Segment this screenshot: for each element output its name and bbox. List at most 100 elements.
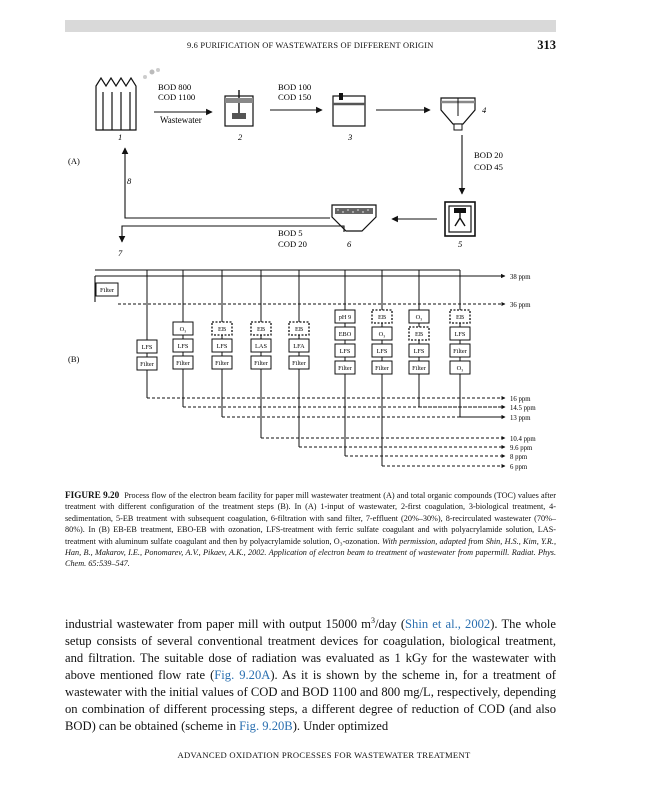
- process-box: [371, 343, 393, 358]
- process-box: [250, 321, 272, 336]
- process-box: [408, 309, 430, 324]
- panel-b-label: (B): [68, 354, 80, 364]
- body-paragraph: industrial wastewater from paper mill wi…: [65, 612, 556, 735]
- stage-2-cod: COD 150: [278, 92, 311, 102]
- process-box: [371, 326, 393, 341]
- page-number: 313: [537, 38, 556, 52]
- body-text-4: ). As it is shown by the scheme in, for …: [65, 668, 556, 734]
- process-box: [211, 321, 233, 336]
- output-value-label: 13 ppm: [510, 415, 531, 422]
- biological-tank-icon: [332, 93, 366, 127]
- process-box-label: Filter: [215, 360, 230, 367]
- process-box: [250, 338, 272, 353]
- body-text-5: ). Under optimized: [292, 719, 389, 734]
- output-value-label: 9.6 ppm: [510, 445, 533, 452]
- citation-link[interactable]: Shin et al., 2002: [405, 617, 491, 632]
- running-head: 9.6 PURIFICATION OF WASTEWATERS OF DIFFE…: [65, 38, 556, 54]
- figure-ref-link-a[interactable]: Fig. 9.20A: [214, 668, 271, 683]
- process-box-label: EBO: [339, 331, 352, 338]
- process-box-label: Filter: [176, 360, 191, 367]
- process-box-label: Filter: [292, 360, 307, 367]
- process-box: [172, 355, 194, 370]
- process-box: [449, 309, 471, 324]
- figure-ref-link-b[interactable]: Fig. 9.20B: [239, 719, 293, 734]
- process-box: [211, 338, 233, 353]
- process-box: [408, 326, 430, 341]
- process-box-label: O₃: [379, 331, 386, 338]
- process-box-label: LFS: [217, 343, 228, 350]
- stage-1-bod: BOD 800: [158, 82, 191, 92]
- step-number-1: 1: [118, 132, 122, 142]
- process-box: [334, 309, 356, 324]
- process-box: [371, 360, 393, 375]
- process-box: [172, 338, 194, 353]
- process-box-label: O₃: [180, 326, 187, 333]
- stage-4-bod: BOD 5: [278, 228, 303, 238]
- process-box-label: LFS: [414, 348, 425, 355]
- output-value-label: 6 ppm: [510, 464, 528, 471]
- step-number-5: 5: [458, 239, 462, 249]
- process-box: [449, 343, 471, 358]
- process-box: [334, 360, 356, 375]
- panel-b-outputs: 38 ppm 36 ppm 16 ppm 14.5 ppm 13 ppm 10.4 ppm…: [510, 274, 536, 471]
- output-value-label: 10.4 ppm: [510, 436, 536, 443]
- output-value-label: 36 ppm: [510, 302, 531, 309]
- process-box: [288, 338, 310, 353]
- process-box-label: Filter: [140, 361, 155, 368]
- process-box: [449, 326, 471, 341]
- stage-1-cod: COD 1100: [158, 92, 195, 102]
- step-number-6: 6: [347, 239, 352, 249]
- sedimentation-tank-icon: [440, 97, 476, 131]
- process-box-label: EB: [378, 314, 386, 321]
- process-box: [211, 355, 233, 370]
- process-box-label: Filter: [412, 365, 427, 372]
- process-box: [288, 355, 310, 370]
- output-value-label: 14.5 ppm: [510, 405, 536, 412]
- running-title: 9.6 PURIFICATION OF WASTEWATERS OF DIFFE…: [187, 41, 434, 50]
- output-value-label: 16 ppm: [510, 396, 531, 403]
- process-box-label: O₃: [416, 314, 423, 321]
- process-box-label: EB: [456, 314, 464, 321]
- stage-2-bod: BOD 100: [278, 82, 311, 92]
- process-box-label: LAS: [255, 343, 267, 350]
- process-box: [136, 356, 158, 371]
- process-box: [449, 360, 471, 375]
- stage-3-bod: BOD 20: [474, 150, 503, 160]
- process-box: [334, 343, 356, 358]
- factory-icon: [95, 68, 160, 131]
- output-value-label: 38 ppm: [510, 274, 531, 281]
- step-number-7: 7: [118, 248, 123, 258]
- stage-3-cod: COD 45: [474, 162, 503, 172]
- panel-a-label: (A): [68, 156, 80, 166]
- body-text-2: /day (: [374, 617, 406, 632]
- process-box-label: Filter: [453, 348, 468, 355]
- process-box-label: O₃: [457, 365, 464, 372]
- process-box: [408, 343, 430, 358]
- sand-filter-icon: [331, 204, 377, 232]
- process-box-label: EB: [257, 326, 265, 333]
- process-box-label: EB: [218, 326, 226, 333]
- process-box-label: LFS: [178, 343, 189, 350]
- process-box-label: Filter: [100, 287, 115, 294]
- header-bar: [65, 20, 556, 32]
- process-box-label: EB: [415, 331, 423, 338]
- process-box: [288, 321, 310, 336]
- process-box: [95, 282, 119, 297]
- process-box-label: LFS: [377, 348, 388, 355]
- process-box-label: Filter: [254, 360, 269, 367]
- panel-b: (B) FilterLFSFilterO₃LFSFilterEBLFSFilte…: [68, 269, 536, 471]
- process-flow-figure: (A) BOD 800 COD 1100 Wastewater BOD 100 …: [68, 68, 536, 471]
- process-box: [136, 339, 158, 354]
- process-box-label: LFA: [293, 343, 305, 350]
- output-value-label: 8 ppm: [510, 454, 528, 461]
- process-box-label: Filter: [338, 365, 353, 372]
- step-number-4: 4: [482, 105, 487, 115]
- wastewater-label: Wastewater: [160, 115, 202, 125]
- body-superscript: 3: [370, 616, 375, 625]
- stage-4-cod: COD 20: [278, 239, 307, 249]
- process-box-label: LFS: [340, 348, 351, 355]
- running-footer: ADVANCED OXIDATION PROCESSES FOR WASTEWA…: [177, 750, 471, 760]
- body-text-1: industrial wastewater from paper mill wi…: [65, 617, 371, 632]
- process-box: [250, 355, 272, 370]
